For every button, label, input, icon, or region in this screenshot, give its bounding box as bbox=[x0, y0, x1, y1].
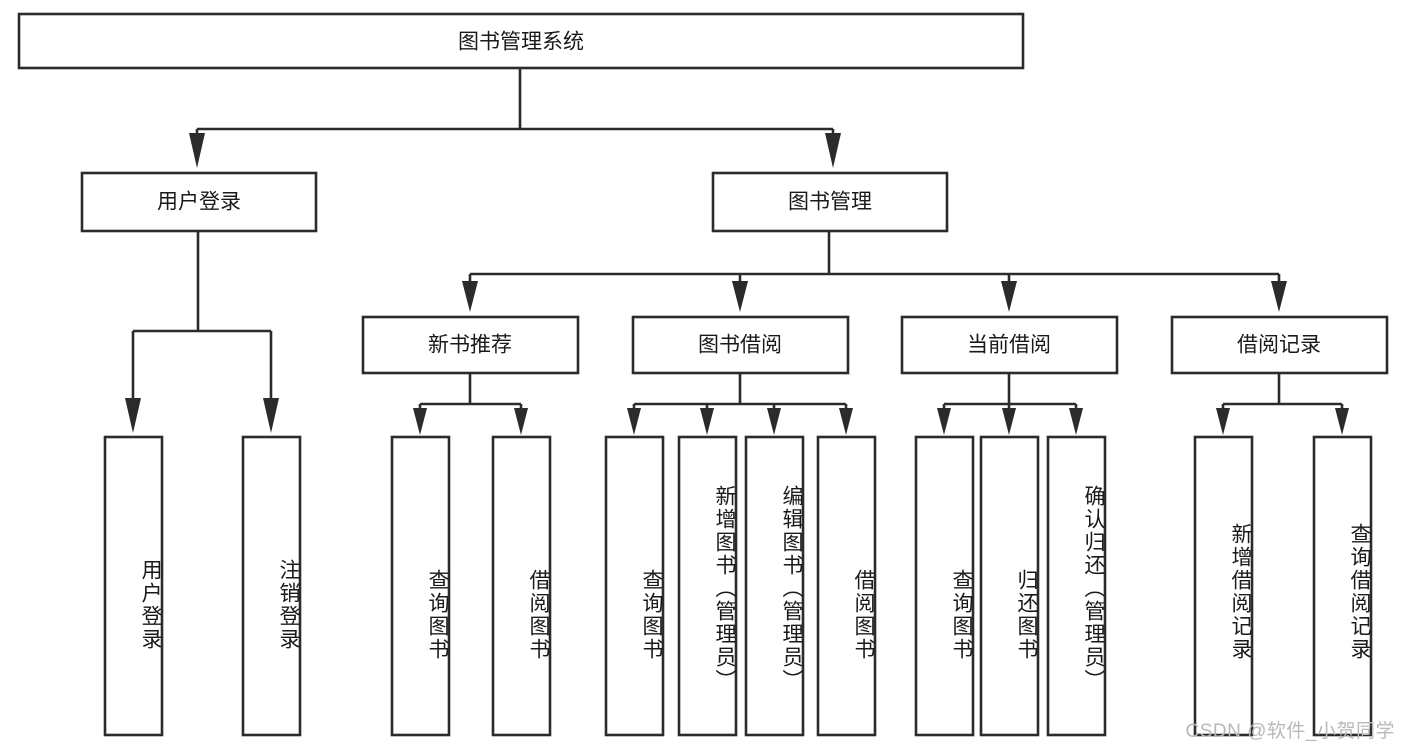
connector-user-login-to-leaves bbox=[125, 232, 279, 433]
arrow-head-nb-leaf-1 bbox=[413, 408, 427, 435]
node-current-borrow-box[interactable] bbox=[900, 315, 1119, 375]
watermark-text: CSDN @软件_小贺同学 bbox=[1185, 721, 1395, 742]
arrow-head-bb-leaf-2 bbox=[700, 408, 714, 435]
leaf-box-book-borrow-3[interactable] bbox=[744, 435, 805, 737]
leaf-box-book-borrow-2[interactable] bbox=[677, 435, 738, 737]
node-borrow-record[interactable]: 借阅记录 bbox=[1170, 315, 1389, 375]
leaf-box-new-book-2[interactable] bbox=[491, 435, 552, 737]
arrow-head-br-leaf-2 bbox=[1335, 408, 1349, 435]
leaf-box-current-borrow-2[interactable] bbox=[979, 435, 1040, 737]
arrow-head-to-current-borrow bbox=[1001, 281, 1017, 312]
arrow-head-cb-leaf-1 bbox=[937, 408, 951, 435]
node-borrow-record-box[interactable] bbox=[1170, 315, 1389, 375]
node-user-login-box[interactable] bbox=[80, 171, 318, 233]
connector-current-borrow-to-leaves bbox=[937, 374, 1083, 435]
node-user-login-label: 用户登录 bbox=[157, 191, 241, 214]
connector-root-to-level2 bbox=[189, 68, 841, 168]
arrow-head-leaf-user-login-1 bbox=[125, 398, 141, 433]
node-book-manage-box[interactable] bbox=[711, 171, 949, 233]
connector-borrow-record-to-leaves bbox=[1216, 374, 1349, 435]
leaf-box-current-borrow-3[interactable] bbox=[1046, 435, 1107, 737]
node-new-book-recommend[interactable]: 新书推荐 bbox=[361, 315, 580, 375]
arrow-head-bb-leaf-1 bbox=[627, 408, 641, 435]
arrow-head-bb-leaf-4 bbox=[839, 408, 853, 435]
node-book-manage[interactable]: 图书管理 bbox=[711, 171, 949, 233]
arrow-head-nb-leaf-2 bbox=[514, 408, 528, 435]
node-new-book-recommend-box[interactable] bbox=[361, 315, 580, 375]
node-book-borrow[interactable]: 图书借阅 bbox=[631, 315, 850, 375]
arrow-head-to-new-book bbox=[462, 281, 478, 312]
node-root-label: 图书管理系统 bbox=[458, 31, 584, 54]
node-book-borrow-label: 图书借阅 bbox=[698, 334, 782, 357]
leaf-box-current-borrow-1[interactable] bbox=[914, 435, 975, 737]
leaf-box-borrow-record-2[interactable] bbox=[1312, 435, 1373, 737]
leaf-box-book-borrow-1[interactable] bbox=[604, 435, 665, 737]
node-root[interactable]: 图书管理系统 bbox=[17, 12, 1025, 70]
arrow-head-leaf-user-login-2 bbox=[263, 398, 279, 433]
leaf-box-book-borrow-4[interactable] bbox=[816, 435, 877, 737]
arrow-head-cb-leaf-3 bbox=[1069, 408, 1083, 435]
arrow-head-to-user-login bbox=[189, 133, 205, 168]
leaf-box-user-login-2[interactable] bbox=[241, 435, 302, 737]
arrow-head-br-leaf-1 bbox=[1216, 408, 1230, 435]
node-current-borrow[interactable]: 当前借阅 bbox=[900, 315, 1119, 375]
arrow-head-to-book-manage bbox=[825, 133, 841, 168]
node-book-borrow-box[interactable] bbox=[631, 315, 850, 375]
arrow-head-cb-leaf-2 bbox=[1002, 408, 1016, 435]
node-new-book-recommend-label: 新书推荐 bbox=[428, 334, 512, 357]
leaf-box-user-login-1[interactable] bbox=[103, 435, 164, 737]
arrow-head-to-book-borrow bbox=[732, 281, 748, 312]
node-book-manage-label: 图书管理 bbox=[788, 191, 872, 214]
node-current-borrow-label: 当前借阅 bbox=[967, 334, 1051, 357]
arrow-head-bb-leaf-3 bbox=[767, 408, 781, 435]
node-borrow-record-label: 借阅记录 bbox=[1237, 334, 1321, 357]
connector-book-manage-to-level3 bbox=[462, 232, 1287, 312]
connector-new-book-to-leaves bbox=[413, 374, 528, 435]
leaf-box-borrow-record-1[interactable] bbox=[1193, 435, 1254, 737]
leaf-box-new-book-1[interactable] bbox=[390, 435, 451, 737]
connector-book-borrow-to-leaves bbox=[627, 374, 853, 435]
node-root-box[interactable] bbox=[17, 12, 1025, 70]
node-user-login[interactable]: 用户登录 bbox=[80, 171, 318, 233]
arrow-head-to-borrow-record bbox=[1271, 281, 1287, 312]
